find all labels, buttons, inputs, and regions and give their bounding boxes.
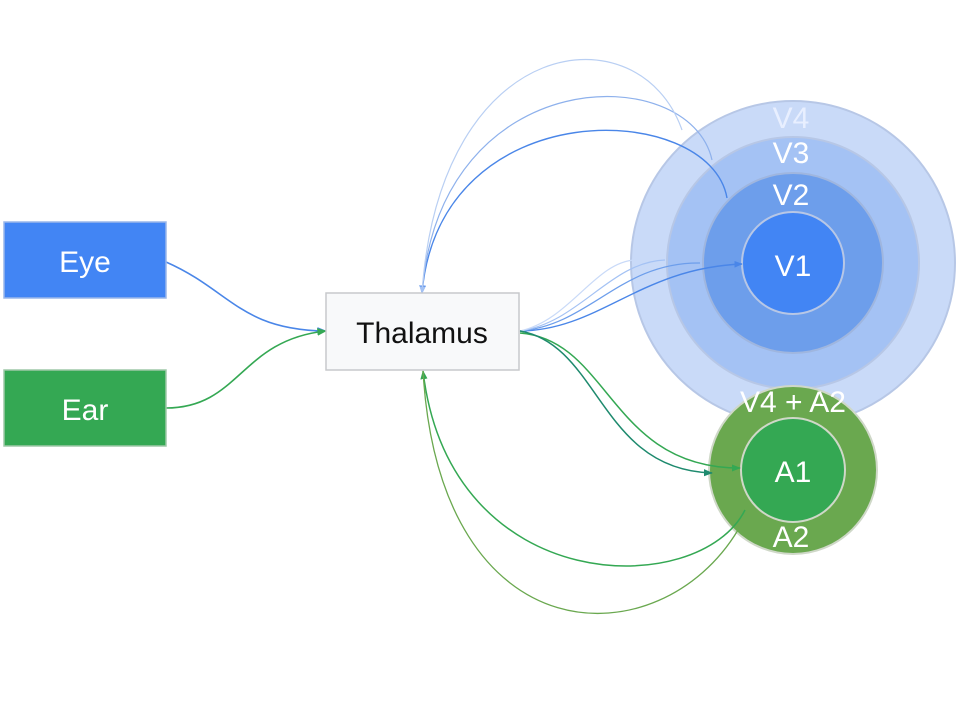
- visual-cortex: [630, 100, 956, 426]
- v2-to-thalamus-feedback-arrow: [419, 129, 728, 294]
- a2-to-thalamus-feedback-arrow: [422, 370, 739, 614]
- a1-label: A1: [775, 456, 812, 489]
- thalamus-to-a1-arrow: [519, 332, 741, 472]
- ear-label: Ear: [62, 394, 109, 427]
- ear-to-thalamus-arrow: [165, 328, 327, 409]
- thalamus-node: Thalamus: [325, 292, 520, 371]
- thalamus-to-v1-arrow: [519, 259, 636, 332]
- eye-to-thalamus-arrow: [165, 261, 327, 335]
- v4-to-thalamus-feedback-arrow: [419, 59, 683, 294]
- a2-label: A2: [773, 521, 810, 554]
- eye-node: Eye: [3, 221, 167, 299]
- v1-label: V1: [775, 250, 812, 283]
- a1-to-thalamus-feedback-arrow: [420, 370, 746, 567]
- v4-a2-overlap-label: V4 + A2: [740, 386, 846, 419]
- thalamus-to-v1-arrow: [519, 262, 701, 332]
- v2-label: V2: [773, 179, 810, 212]
- thalamus-label: Thalamus: [356, 317, 488, 350]
- v4-label: V4: [773, 102, 810, 135]
- thalamus-to-a1-arrow: [519, 330, 713, 477]
- thalamus-to-v1-arrow: [519, 259, 666, 332]
- thalamus-to-v1-arrow: [519, 260, 743, 332]
- ear-node: Ear: [3, 369, 167, 447]
- a1-area: [740, 417, 846, 523]
- v3-label: V3: [773, 137, 810, 170]
- eye-label: Eye: [59, 246, 111, 279]
- v3-to-thalamus-feedback-arrow: [421, 95, 713, 294]
